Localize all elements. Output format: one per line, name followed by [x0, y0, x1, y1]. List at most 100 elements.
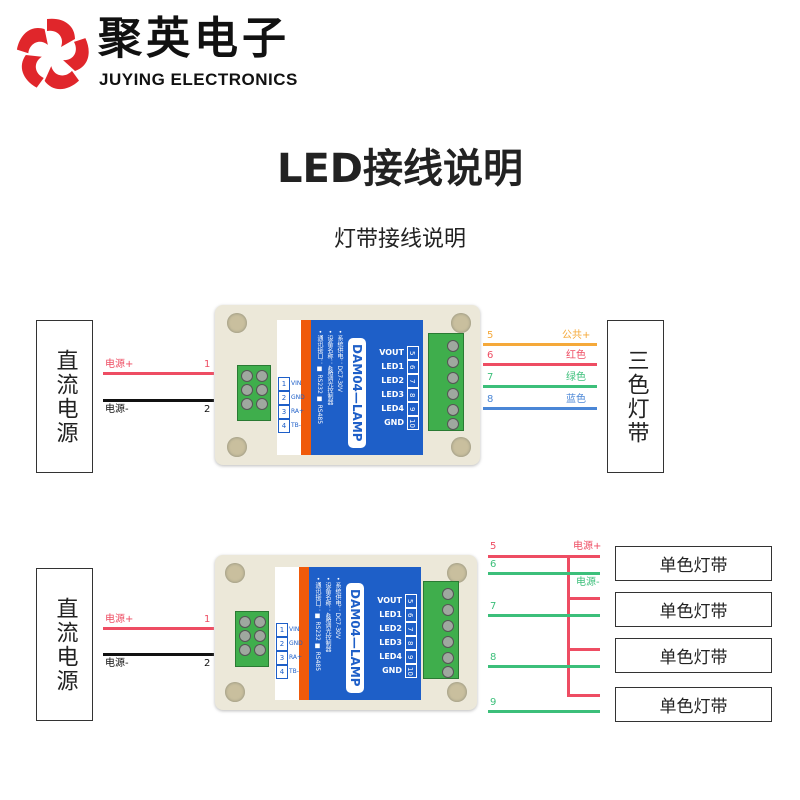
- pin-name: VIN: [289, 626, 300, 633]
- wire-num: 2: [204, 404, 211, 415]
- pin-name: LED1: [381, 362, 404, 371]
- wire-led3: [488, 665, 600, 668]
- wire-plus-branch: [567, 648, 600, 651]
- mount-hole: [447, 682, 467, 702]
- wire-red: [483, 363, 597, 366]
- wire-label: 蓝色: [566, 394, 586, 405]
- orange-stripe: [301, 320, 311, 455]
- pin-name: LED4: [381, 404, 404, 413]
- logo-mark-icon: [14, 18, 92, 94]
- pin-name: LED2: [381, 376, 404, 385]
- spec-text: • 设备名称：4路调光控制器: [324, 577, 331, 653]
- mount-hole: [451, 437, 471, 457]
- wire-green: [483, 385, 597, 388]
- pin-num: 10: [407, 416, 419, 430]
- logo-chinese: 聚英电子: [98, 13, 290, 64]
- wire-plus-bus: [567, 555, 570, 697]
- pin-num: 7: [407, 374, 419, 388]
- wire-label: 电源-: [576, 577, 600, 588]
- wire-label: 电源+: [573, 541, 602, 552]
- wire-label: 公共+: [562, 330, 591, 341]
- pin-name: RA+: [291, 408, 305, 415]
- wire-led2: [488, 614, 600, 617]
- orange-stripe: [299, 567, 309, 700]
- wire-label: 电源-: [105, 404, 129, 415]
- wire-power-minus: [103, 399, 214, 402]
- logo-english: JUYING ELECTRONICS: [99, 70, 298, 89]
- wire-led1: [488, 572, 600, 575]
- wire-plus-branch: [567, 597, 600, 600]
- device-panel: • 系统供电：DC7-30V • 设备名称：4路调光控制器 • 通讯接口：■ R…: [311, 320, 423, 455]
- wire-label: 电源+: [105, 614, 134, 625]
- power-source-box: 直流电源: [36, 320, 93, 473]
- model-label: DAM04—LAMP: [346, 583, 364, 693]
- pin-name: GND: [291, 394, 305, 401]
- pin-num: 2: [276, 637, 288, 651]
- pin-num: 6: [407, 360, 419, 374]
- pin-num: 6: [405, 608, 417, 622]
- left-terminal-block[interactable]: [235, 611, 269, 667]
- pin-num: 5: [407, 346, 419, 360]
- wire-common-plus: [483, 343, 597, 346]
- pin-name: TB-: [291, 422, 301, 429]
- wire-power-plus: [103, 372, 214, 375]
- wire-label: 红色: [566, 350, 586, 361]
- pin-name: LED1: [379, 610, 402, 619]
- wire-led4: [488, 710, 600, 713]
- mount-hole: [447, 563, 467, 583]
- pin-name: VIN: [291, 380, 302, 387]
- page-title: LED接线说明: [276, 146, 523, 192]
- mount-hole: [227, 437, 247, 457]
- pin-num: 7: [405, 622, 417, 636]
- pin-name: LED4: [379, 652, 402, 661]
- wire-num: 9: [490, 697, 497, 708]
- pin-name: VOUT: [379, 348, 404, 357]
- device-panel: • 系统供电：DC7-30V • 设备名称：4路调光控制器 • 通讯接口：■ R…: [309, 567, 421, 700]
- wire-num: 1: [204, 614, 211, 625]
- pin-name: GND: [384, 418, 404, 427]
- mount-hole: [451, 313, 471, 333]
- pin-name: GND: [382, 666, 402, 675]
- wire-label: 电源+: [105, 359, 134, 370]
- wire-num: 7: [490, 601, 497, 612]
- right-terminal-block[interactable]: [423, 581, 459, 679]
- pin-num: 1: [278, 377, 290, 391]
- controller-device: • 系统供电：DC7-30V • 设备名称：4路调光控制器 • 通讯接口：■ R…: [215, 555, 477, 710]
- pin-name: RA+: [289, 654, 303, 661]
- wire-num: 5: [490, 541, 497, 552]
- wire-num: 6: [487, 350, 494, 361]
- single-strip-box: 单色灯带: [615, 546, 772, 581]
- single-strip-box: 单色灯带: [615, 687, 772, 722]
- model-label: DAM04—LAMP: [348, 338, 366, 448]
- mount-hole: [225, 563, 245, 583]
- spec-text: • 设备名称：4路调光控制器: [326, 330, 333, 406]
- pin-num: 3: [278, 405, 290, 419]
- pin-name: GND: [289, 640, 303, 647]
- wire-plus-branch: [567, 694, 600, 697]
- single-strip-box: 单色灯带: [615, 638, 772, 673]
- pin-num: 9: [407, 402, 419, 416]
- pin-num: 10: [405, 664, 417, 678]
- spec-text: • 通讯接口：■ RS232 ■ RS485: [316, 330, 323, 425]
- pin-name: TB-: [289, 668, 299, 675]
- rgb-strip-box: 三色灯带: [607, 320, 664, 473]
- pin-name: LED3: [379, 638, 402, 647]
- left-terminal-block[interactable]: [237, 365, 271, 421]
- wire-num: 1: [204, 359, 211, 370]
- pin-num: 4: [278, 419, 290, 433]
- spec-text: • 系统供电：DC7-30V: [336, 330, 343, 392]
- wire-output-plus: [488, 555, 600, 558]
- pin-num: 9: [405, 650, 417, 664]
- power-source-box: 直流电源: [36, 568, 93, 721]
- spec-text: • 通讯接口：■ RS232 ■ RS485: [314, 577, 321, 672]
- pin-num: 2: [278, 391, 290, 405]
- wire-power-plus: [103, 627, 214, 630]
- wire-label: 绿色: [566, 372, 586, 383]
- pin-num: 1: [276, 623, 288, 637]
- pin-num: 4: [276, 665, 288, 679]
- wire-power-minus: [103, 653, 214, 656]
- wire-num: 5: [487, 330, 494, 341]
- right-terminal-block[interactable]: [428, 333, 464, 431]
- pin-num: 8: [407, 388, 419, 402]
- mount-hole: [225, 682, 245, 702]
